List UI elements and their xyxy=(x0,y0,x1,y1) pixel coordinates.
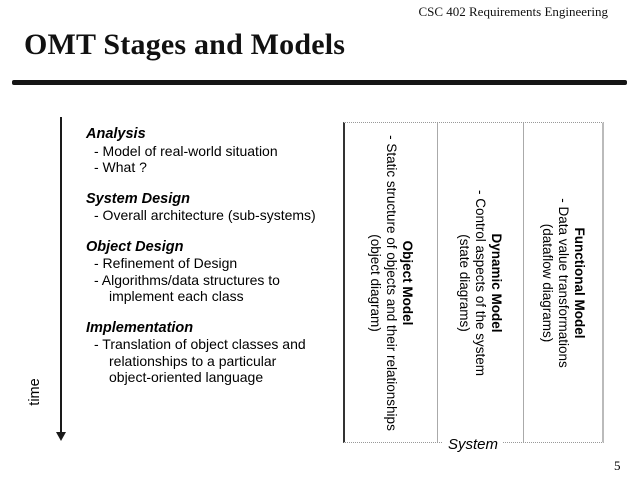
model-title: Dynamic Model xyxy=(489,232,505,333)
page-number: 5 xyxy=(614,458,621,473)
model-description: - Static structure of objects and their … xyxy=(383,134,399,431)
stage-detail: - Model of real-world situation xyxy=(94,142,278,159)
stage-detail: - Translation of object classes and xyxy=(94,336,306,352)
title-underline xyxy=(12,80,627,85)
model-title: Functional Model xyxy=(572,227,588,338)
stage-name: System Design xyxy=(86,190,190,207)
course-header: CSC 402 Requirements Engineering xyxy=(418,4,608,19)
model-notation: (object diagram) xyxy=(367,233,383,332)
model-description: - Control aspects of the system xyxy=(473,189,489,376)
stage-system-design: System Design - Overall architecture (su… xyxy=(86,191,316,224)
stage-object-design: Object Design - Refinement of Design - A… xyxy=(86,239,316,305)
stage-name: Analysis xyxy=(86,126,146,142)
stage-detail: relationships to a particular xyxy=(109,352,277,369)
stage-detail: - What ? xyxy=(94,159,147,175)
model-notation: (state diagrams) xyxy=(457,233,473,332)
stage-name: Object Design xyxy=(86,238,184,255)
page-title: OMT Stages and Models xyxy=(24,28,346,61)
stage-detail: - Algorithms/data structures to xyxy=(94,271,280,288)
rotated-text-block: Object Model - Static structure of objec… xyxy=(367,115,415,451)
stage-name: Implementation xyxy=(86,319,194,336)
stage-detail: implement each class xyxy=(109,288,244,304)
model-column-object: Object Model - Static structure of objec… xyxy=(345,123,437,442)
stage-implementation: Implementation - Translation of object c… xyxy=(86,320,316,386)
time-arrowhead-icon xyxy=(56,432,66,441)
system-models-box: Object Model - Static structure of objec… xyxy=(343,122,604,443)
time-axis-line xyxy=(60,117,62,433)
stages-list: Analysis - Model of real-world situation… xyxy=(86,126,316,401)
stage-detail: object-oriented language xyxy=(109,369,264,385)
model-description: - Data value transformations xyxy=(556,197,572,368)
model-title: Object Model xyxy=(399,240,415,325)
rotated-text-block: Functional Model - Data value transforma… xyxy=(539,115,587,451)
stage-analysis: Analysis - Model of real-world situation… xyxy=(86,126,316,176)
model-notation: (dataflow diagrams) xyxy=(540,223,556,342)
stage-detail: - Overall architecture (sub-systems) xyxy=(94,207,316,223)
model-column-functional: Functional Model - Data value transforma… xyxy=(523,123,602,442)
system-caption: System xyxy=(442,436,504,453)
time-axis-label: time xyxy=(27,378,43,406)
model-column-dynamic: Dynamic Model - Control aspects of the s… xyxy=(436,123,524,442)
stage-detail: - Refinement of Design xyxy=(94,255,238,271)
rotated-text-block: Dynamic Model - Control aspects of the s… xyxy=(456,115,504,451)
